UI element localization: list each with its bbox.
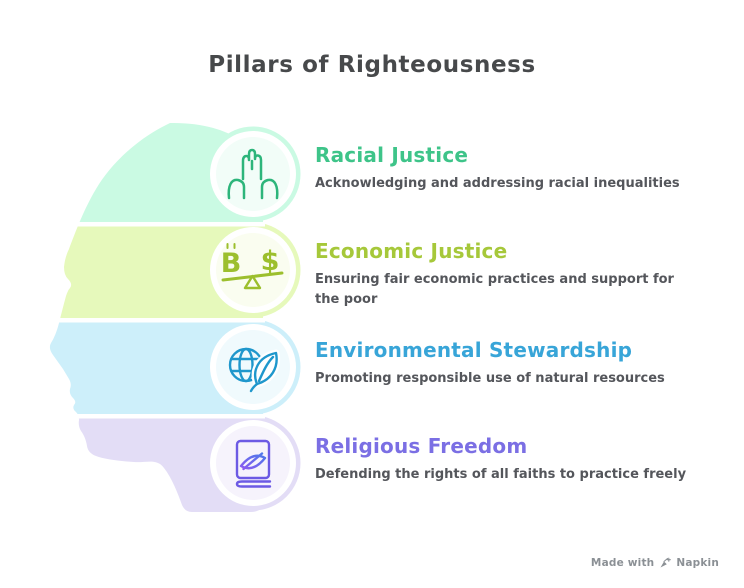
band-gap	[45, 414, 265, 419]
pillar-row-racial-justice: Racial Justice Acknowledging and address…	[315, 142, 697, 194]
book-eye-icon	[235, 439, 272, 488]
raised-fists-icon	[227, 148, 279, 200]
pillar-row-religious-freedom: Religious Freedom Defending the rights o…	[315, 433, 697, 485]
pillar-title: Religious Freedom	[315, 434, 528, 458]
napkin-logo-icon	[660, 557, 672, 568]
pillar-title: Environmental Stewardship	[315, 338, 633, 362]
pillar-title: Economic Justice	[315, 239, 508, 263]
circle-face-religious	[216, 426, 290, 500]
watermark: Made with Napkin	[591, 557, 719, 569]
balance-right-symbol: $	[261, 246, 280, 277]
pillar-title: Racial Justice	[315, 143, 469, 167]
page-title: Pillars of Righteousness	[208, 52, 536, 78]
pillar-row-economic-justice: Economic Justice Ensuring fair economic …	[315, 238, 697, 309]
globe-leaf-icon	[228, 347, 281, 393]
balance-scale-icon: B $	[221, 243, 284, 290]
pillar-description: Promoting responsible use of natural res…	[315, 371, 665, 386]
band-gap	[45, 318, 265, 323]
watermark-prefix: Made with	[590, 557, 655, 569]
balance-left-symbol: B	[221, 248, 242, 279]
watermark-brand: Napkin	[676, 557, 719, 569]
pillar-description: Ensuring fair economic practices and sup…	[315, 272, 674, 307]
circle-face-racial	[216, 137, 290, 211]
pillar-description: Defending the rights of all faiths to pr…	[315, 467, 687, 482]
band-gap	[45, 222, 265, 227]
pillar-description: Acknowledging and addressing racial ineq…	[315, 176, 680, 191]
circle-face-economic	[216, 233, 290, 307]
pillar-row-environmental-stewardship: Environmental Stewardship Promoting resp…	[315, 337, 697, 389]
